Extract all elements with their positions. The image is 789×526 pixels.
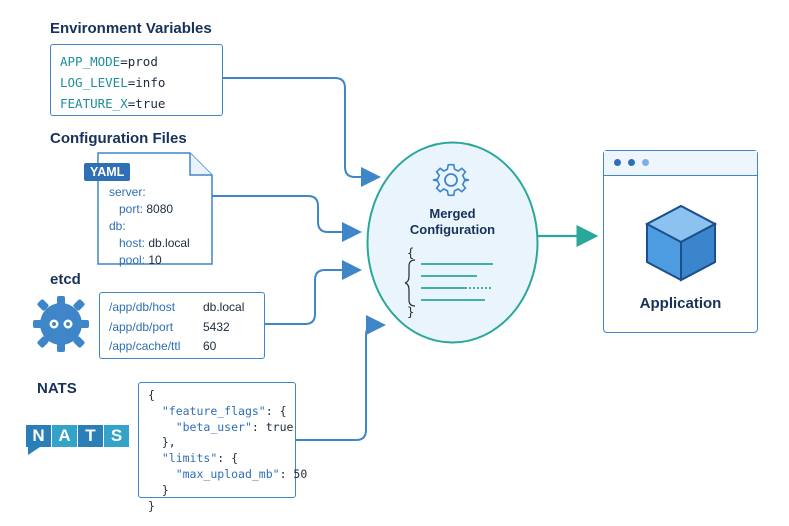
etcd-heading: etcd [50,271,81,288]
yaml-line: host: db.local [119,236,190,250]
arrow-env-to-merged [222,77,381,187]
json-line: { [148,388,155,402]
yaml-line: pool: 10 [119,253,162,267]
json-line: } [148,498,155,513]
yaml-line: port: 8080 [119,202,174,216]
yaml-content: server: port: 8080 db: host: db.local po… [109,184,190,269]
merged-config-lines [405,259,493,307]
merged-brace-close: } [407,305,415,319]
env-heading: Environment Variables [50,20,212,37]
merged-brace-open: { [407,246,415,260]
merged-config-ellipse [366,141,539,344]
arrow-config-to-merged [212,195,362,242]
etcd-logo-icon [33,296,89,352]
window-dot-icon [628,159,635,166]
env-var-row: FEATURE_X=true [60,96,166,111]
window-titlebar [604,151,757,176]
json-line: "beta_user": true [175,419,294,434]
config-files-heading: Configuration Files [50,130,187,147]
nats-heading: NATS [37,380,77,397]
nats-json-box: { "feature_flags": { "beta_user": true }… [138,382,308,513]
cube-icon [644,204,718,282]
env-vars-box: APP_MODE=prod LOG_LEVEL=info FEATURE_X=t… [50,44,223,116]
json-line: "limits": { [161,451,239,466]
application-label: Application [639,295,722,312]
yaml-line: server: [109,185,146,199]
gear-icon [432,163,470,197]
window-dot-icon [614,159,621,166]
json-line: } [161,482,169,497]
env-var-row: APP_MODE=prod [60,54,158,69]
json-line: }, [161,435,176,450]
arrow-nats-to-merged [296,315,386,441]
yaml-badge: YAML [84,163,131,181]
arrow-etcd-to-merged [265,260,362,325]
json-line: "max_upload_mb": 50 [175,466,308,481]
nats-logo-tail-icon [28,447,40,455]
merged-config-title: Merged Configuration [409,206,496,237]
window-dot-icon [642,159,649,166]
env-var-row: LOG_LEVEL=info [60,75,166,90]
yaml-line: db: [109,219,126,233]
json-line: "feature_flags": { [161,403,287,418]
